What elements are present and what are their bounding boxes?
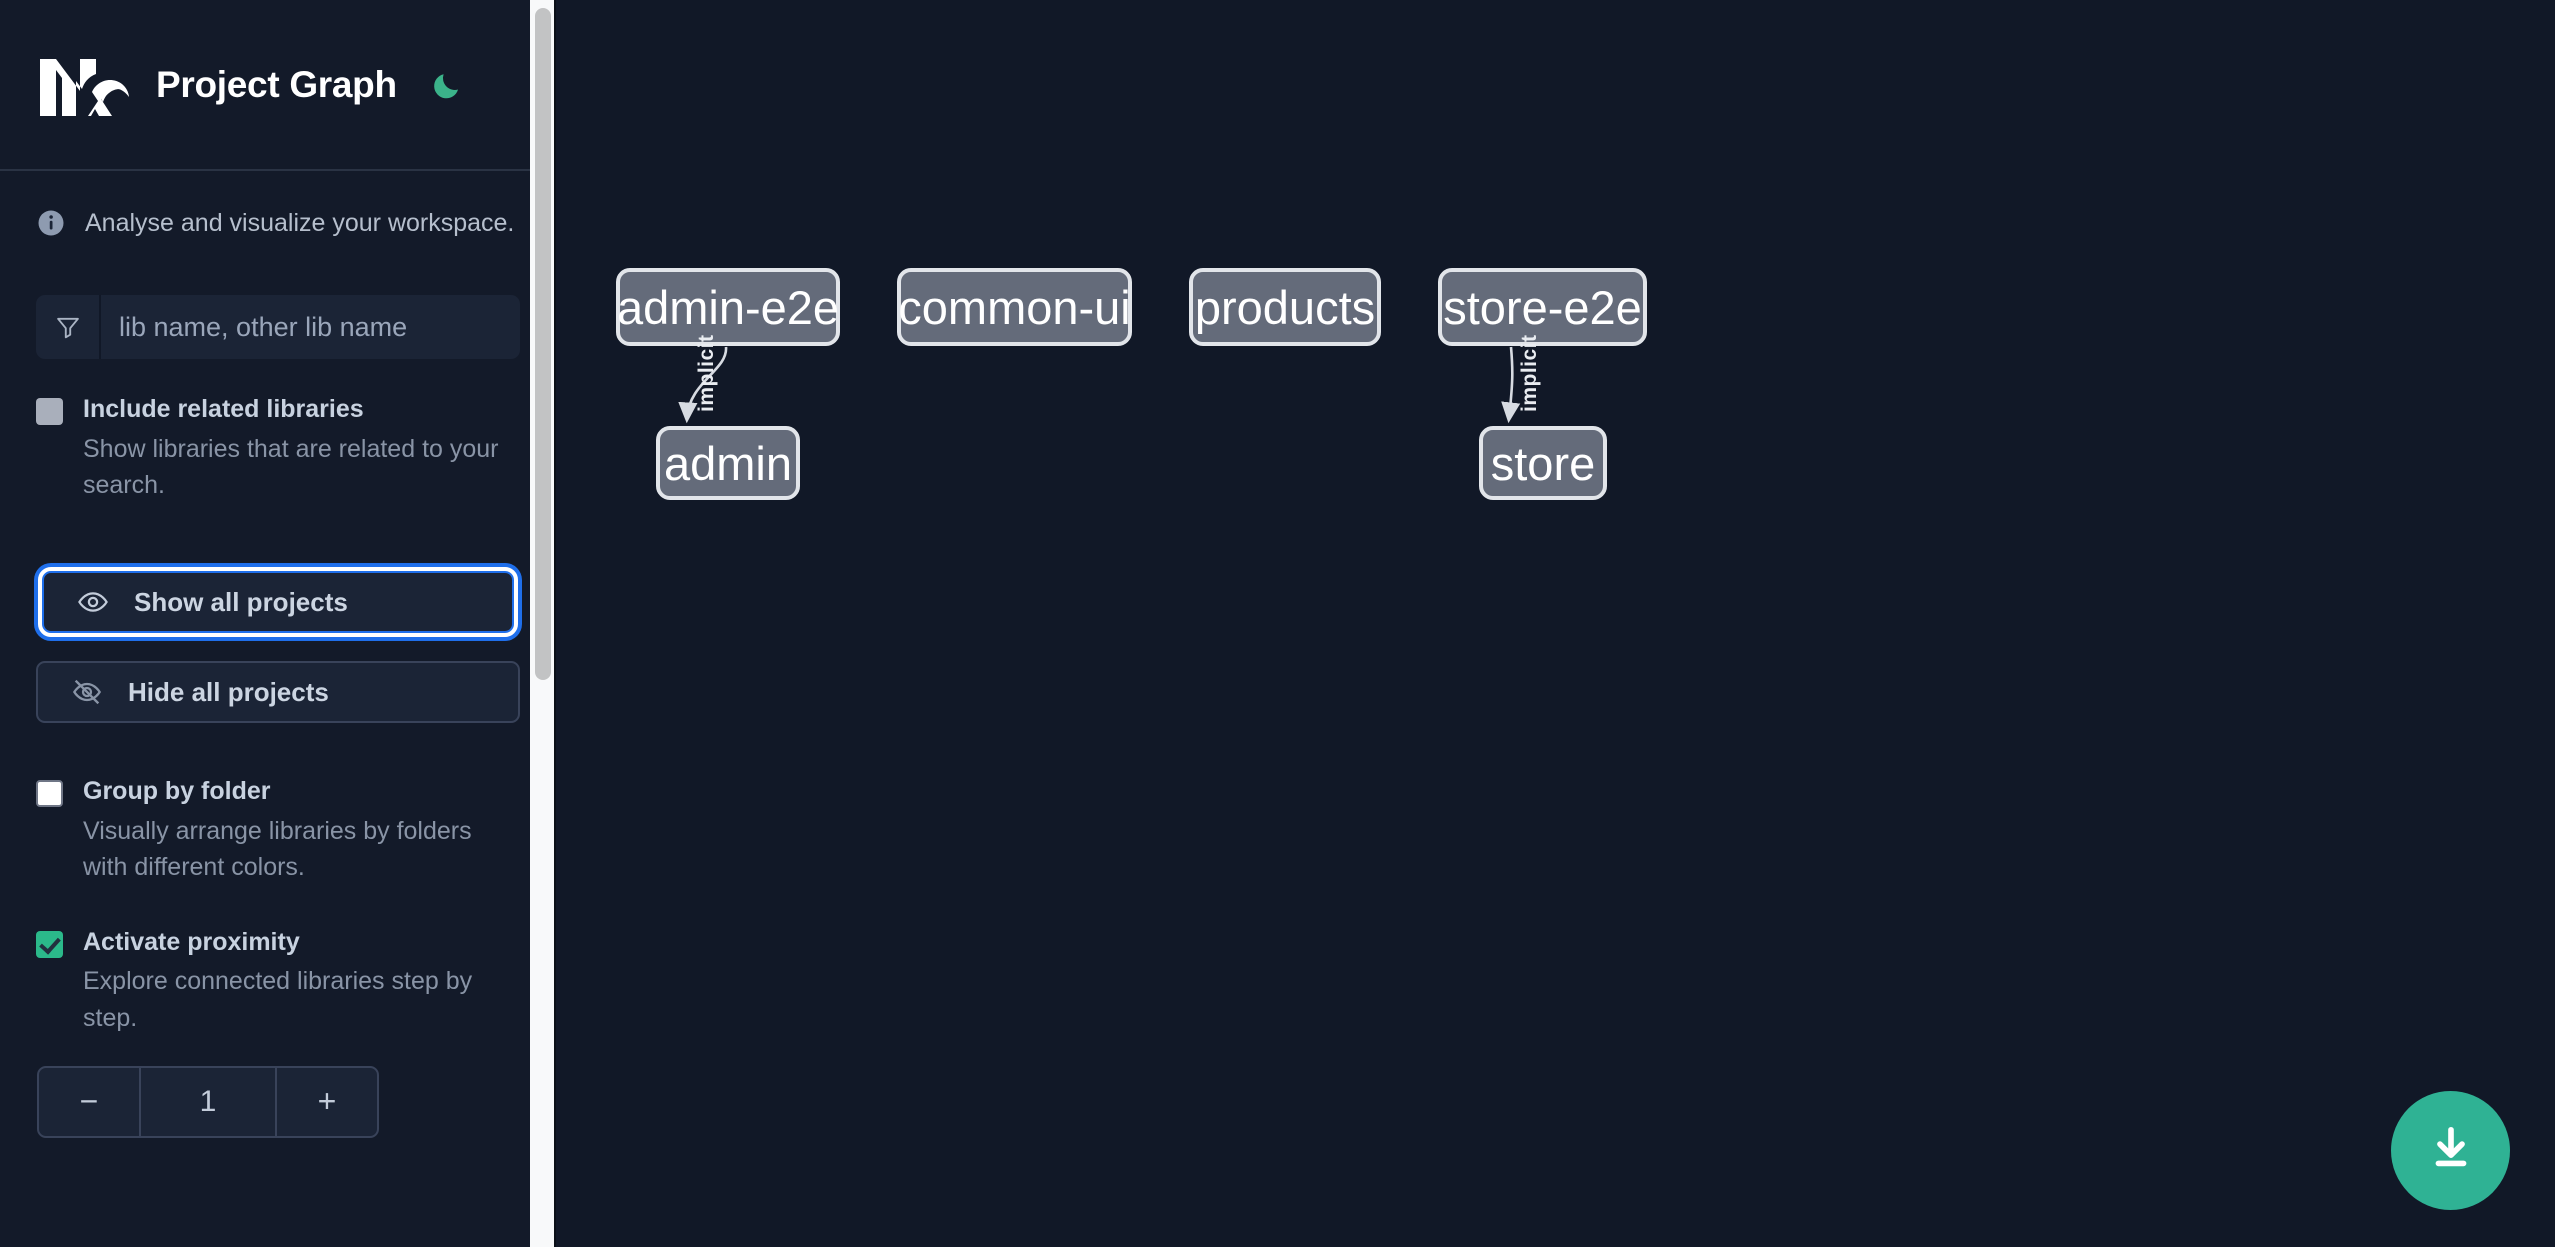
download-icon (2425, 1122, 2477, 1179)
option-title: Group by folder (83, 777, 271, 806)
search-input[interactable] (101, 295, 520, 359)
moon-icon[interactable] (425, 64, 467, 106)
sidebar: Project Graph Analyse and visualize your… (0, 0, 556, 1247)
checkbox-activate-proximity[interactable] (36, 930, 63, 958)
sidebar-header: Project Graph (0, 0, 556, 171)
hide-all-projects-label: Hide all projects (128, 676, 329, 707)
option-group-by-folder[interactable]: Group by folder Visually arrange librari… (36, 775, 520, 885)
app-title: Project Graph (156, 63, 397, 105)
hide-all-projects-wrap: Hide all projects (36, 661, 520, 724)
info-icon (36, 208, 66, 238)
option-description: Show libraries that are related to your … (83, 434, 499, 499)
sidebar-scrollbar-thumb[interactable] (535, 8, 551, 680)
show-all-projects-wrap: Show all projects (36, 565, 520, 639)
stepper-increment-button[interactable]: + (275, 1067, 377, 1136)
proximity-stepper[interactable]: − 1 + (37, 1065, 379, 1138)
edge-label-store-implicit: implicit (1518, 334, 1541, 412)
option-title: Activate proximity (83, 927, 300, 956)
sidebar-scrollbar[interactable] (530, 0, 556, 1247)
filter-box[interactable] (36, 295, 520, 359)
graph-node-store-e2e[interactable]: store-e2e (1438, 268, 1647, 346)
download-button[interactable] (2391, 1091, 2510, 1210)
hide-all-projects-button[interactable]: Hide all projects (36, 661, 520, 724)
graph-node-label: admin (663, 436, 792, 490)
graph-node-admin-e2e[interactable]: admin-e2e (616, 268, 840, 346)
tagline-text: Analyse and visualize your workspace. (85, 208, 515, 237)
graph-node-label: admin-e2e (616, 280, 840, 334)
graph-node-label: common-ui (898, 280, 1131, 334)
sidebar-divider (554, 0, 556, 1247)
option-activate-proximity[interactable]: Activate proximity Explore connected lib… (36, 926, 520, 1036)
show-all-projects-button[interactable]: Show all projects (38, 567, 518, 638)
checkbox-group-by-folder[interactable] (36, 780, 63, 808)
stepper-value: 1 (199, 1084, 217, 1118)
sidebar-body: Analyse and visualize your workspace. In… (0, 171, 556, 1138)
graph-node-common-ui[interactable]: common-ui (897, 268, 1132, 346)
eye-icon (74, 583, 112, 621)
edge-admin-e2e-admin (678, 346, 728, 424)
tagline: Analyse and visualize your workspace. (36, 171, 520, 237)
option-include-related-libraries[interactable]: Include related libraries Show libraries… (36, 393, 520, 503)
graph-node-products[interactable]: products (1189, 268, 1381, 346)
checkbox-include-related-libraries[interactable] (36, 398, 63, 425)
option-description: Explore connected libraries step by step… (83, 967, 473, 1032)
eye-off-icon (68, 673, 106, 711)
edge-store-e2e-store (1501, 346, 1521, 424)
option-title: Include related libraries (83, 395, 364, 423)
graph-node-label: products (1194, 280, 1376, 334)
nx-logo (36, 52, 132, 118)
filter-icon (36, 295, 101, 359)
show-all-projects-label: Show all projects (134, 586, 348, 617)
graph-node-label: store (1490, 436, 1596, 490)
graph-node-admin[interactable]: admin (656, 426, 800, 500)
graph-canvas[interactable]: admin-e2e common-ui products store-e2e a… (556, 0, 2555, 1247)
stepper-decrement-button[interactable]: − (39, 1067, 141, 1136)
graph-node-store[interactable]: store (1479, 426, 1607, 500)
option-description: Visually arrange libraries by folders wi… (83, 817, 472, 882)
edge-label-admin-implicit: implicit (695, 334, 718, 412)
graph-node-label: store-e2e (1443, 280, 1642, 334)
graph-edges (678, 346, 1521, 424)
